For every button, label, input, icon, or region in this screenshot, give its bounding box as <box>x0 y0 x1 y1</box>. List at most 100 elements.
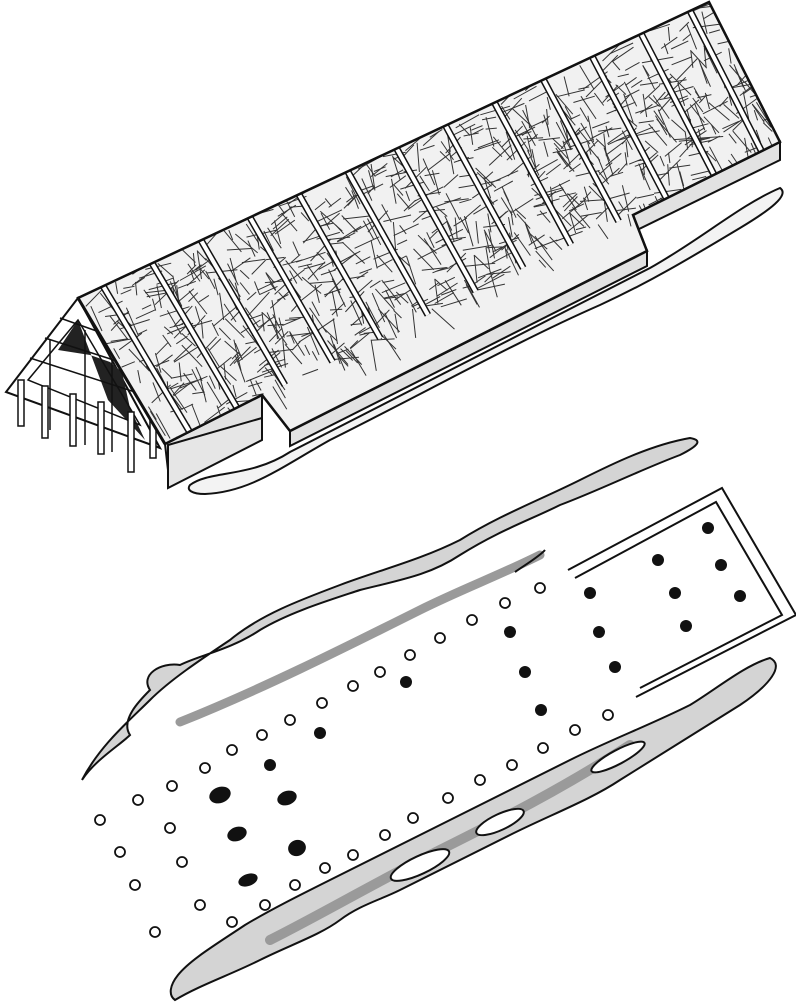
posthole-filled <box>504 626 516 638</box>
thatch-stroke <box>266 312 280 340</box>
thatch-stroke <box>473 254 478 283</box>
end-wall-trench <box>567 486 796 698</box>
posthole-open <box>226 916 238 928</box>
thatch-stroke <box>686 24 698 50</box>
thatch-stroke <box>422 158 436 186</box>
thatch-stroke <box>692 176 707 181</box>
thatch-stroke <box>183 403 194 409</box>
thatch-stroke <box>679 171 685 187</box>
thatch-stroke <box>638 163 651 191</box>
thatch-stroke <box>234 233 259 254</box>
thatch-stroke <box>728 48 732 64</box>
thatch-stroke <box>434 278 448 291</box>
thatch-stroke <box>605 125 610 138</box>
thatch-stroke <box>354 327 366 336</box>
thatch-stroke <box>667 26 671 41</box>
thatch-stroke <box>583 191 592 200</box>
thatch-stroke <box>474 255 490 270</box>
thatch-stroke <box>368 170 374 189</box>
thatch-stroke <box>618 201 625 211</box>
roof-batten-face <box>248 216 335 363</box>
thatch-stroke <box>534 187 564 196</box>
thatch-stroke <box>627 213 632 227</box>
posthole-filled <box>669 587 681 599</box>
thatch-stroke <box>141 304 152 310</box>
thatch-stroke <box>517 131 532 137</box>
posthole-filled <box>715 559 727 571</box>
thatch-stroke <box>170 373 193 379</box>
thatch-stroke <box>699 63 711 87</box>
thatch-stroke <box>656 118 677 143</box>
posthole-filled <box>593 626 605 638</box>
thatch-stroke <box>395 291 409 304</box>
thatch-stroke <box>624 152 628 166</box>
thatch-stroke <box>594 92 605 106</box>
thatch-stroke <box>528 133 538 143</box>
thatch-stroke <box>314 201 326 211</box>
thatch-stroke <box>569 212 585 227</box>
posthole-open <box>474 774 486 786</box>
thatch-stroke <box>477 139 500 149</box>
thatch-stroke <box>358 326 371 335</box>
posthole-open <box>537 742 549 754</box>
thatch-stroke <box>563 153 581 170</box>
thatch-stroke <box>723 104 740 119</box>
thatch-stroke <box>648 96 660 107</box>
thatch-stroke <box>159 306 190 317</box>
thatch-stroke <box>564 106 573 120</box>
thatch-stroke <box>428 230 438 240</box>
thatch-stroke <box>484 231 491 253</box>
posthole-open <box>407 812 419 824</box>
thatch-stroke <box>370 339 377 371</box>
thatch-stroke <box>434 278 439 304</box>
thatch-stroke <box>302 368 319 376</box>
thatch-stroke <box>272 216 288 230</box>
thatch-stroke <box>567 193 580 206</box>
thatch-stroke <box>337 348 349 354</box>
posthole-open <box>256 729 268 741</box>
thatch-stroke <box>224 318 245 339</box>
thatch-stroke <box>274 331 289 345</box>
thatch-stroke <box>630 79 643 88</box>
thatch-stroke <box>569 163 581 173</box>
thatch-stroke <box>249 379 257 396</box>
thatch-stroke <box>188 292 199 302</box>
thatch-stroke <box>345 350 359 364</box>
thatch-stroke <box>528 232 548 250</box>
thatch-stroke <box>403 199 416 212</box>
thatch-stroke <box>504 246 508 259</box>
thatch-stroke <box>120 289 132 295</box>
thatch-stroke <box>484 272 495 283</box>
thatch-stroke <box>309 307 327 333</box>
thatch-stroke <box>149 410 166 437</box>
thatch-stroke <box>199 376 207 403</box>
thatch-stroke <box>269 289 291 309</box>
thatch-stroke <box>531 148 537 169</box>
roof-batten-face <box>297 193 383 340</box>
thatch-stroke <box>744 146 758 153</box>
thatch-stroke <box>110 338 129 342</box>
thatch-stroke <box>416 142 420 173</box>
thatch-stroke <box>389 175 407 188</box>
thatch-stroke <box>303 262 326 270</box>
thatch-stroke <box>259 285 278 295</box>
thatch-stroke <box>295 251 326 263</box>
thatch-stroke <box>381 204 392 223</box>
thatch-stroke <box>311 301 320 317</box>
thatch-stroke <box>617 73 629 78</box>
thatch-stroke <box>444 280 462 306</box>
thatch-stroke <box>145 262 172 270</box>
thatch-stroke <box>257 277 284 291</box>
thatch-stroke <box>328 197 342 208</box>
thatch-stroke <box>309 280 335 284</box>
thatch-stroke <box>306 326 320 356</box>
posthole-open <box>569 724 581 736</box>
thatch-stroke <box>178 362 182 382</box>
thatch-stroke <box>709 146 723 171</box>
thatch-stroke <box>179 375 208 389</box>
thatch-stroke <box>572 206 591 229</box>
thatch-stroke <box>251 259 266 275</box>
thatch-stroke <box>290 254 301 263</box>
thatch-stroke <box>436 267 451 272</box>
thatch-stroke <box>135 276 146 284</box>
